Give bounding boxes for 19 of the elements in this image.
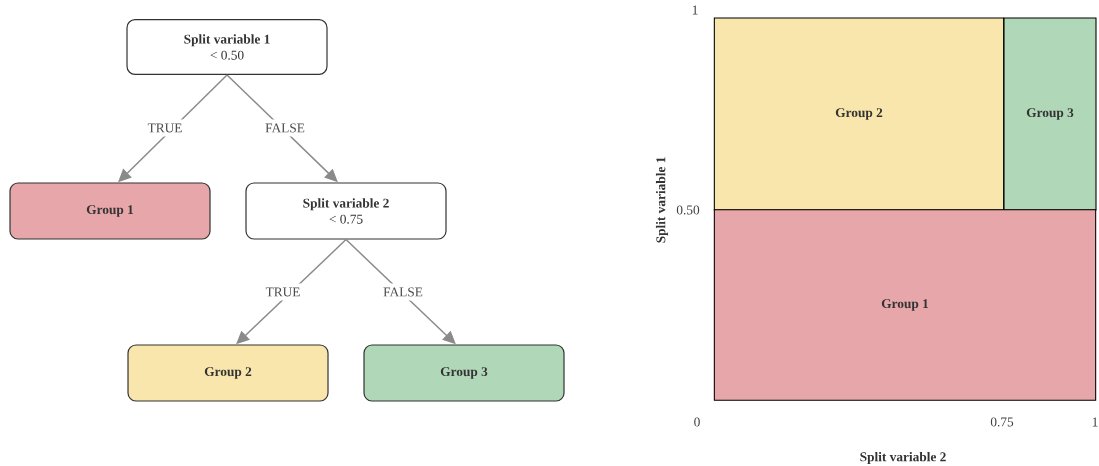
partition-region: Group 3 xyxy=(1003,17,1097,211)
edge-label: TRUE xyxy=(261,283,305,301)
tick-label: 0.50 xyxy=(676,205,700,215)
tick-label: 1 xyxy=(692,5,698,15)
tick-label: 0 xyxy=(694,417,700,427)
leaf-node-box: Group 2 xyxy=(127,344,329,402)
tick-label: 0.75 xyxy=(990,417,1014,427)
axis-title: Split variable 2 xyxy=(860,451,946,465)
tick-label: 1 xyxy=(1092,417,1098,427)
edge-label: FALSE xyxy=(379,283,427,301)
leaf-node-box: Group 1 xyxy=(9,182,211,240)
split-node-box: Split variable 2 < 0.75 xyxy=(245,182,447,240)
edge-label: FALSE xyxy=(261,119,309,137)
split-node-box: Split variable 1 < 0.50 xyxy=(126,19,328,75)
leaf-node-box: Group 3 xyxy=(363,344,565,402)
partition-region: Group 2 xyxy=(713,17,1005,211)
edge-label: TRUE xyxy=(143,119,187,137)
partition-region: Group 1 xyxy=(713,209,1097,401)
axis-title: Split variable 1 xyxy=(655,157,669,243)
